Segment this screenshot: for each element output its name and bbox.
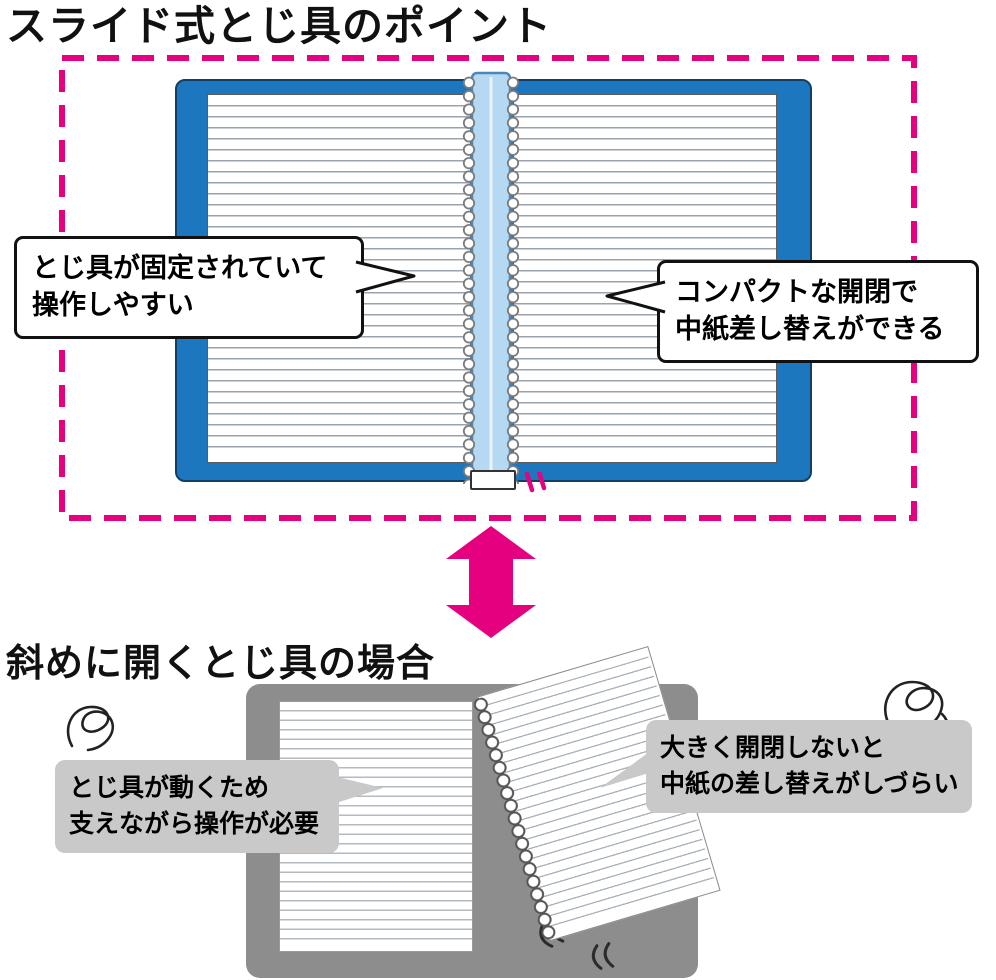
wobble-marks-icon [591,942,615,970]
section-title: 斜めに開くとじ具の場合 [6,643,436,685]
speech-bubble-wide-open-needed: 大きく開閉しないと 中紙の差し替えがしづらい [600,720,972,813]
speech-bubble-fixed-binding: とじ具が固定されていて 操作しやすい [14,236,416,339]
bubble-tail-icon [600,750,652,788]
speech-bubble-compact-open: コンパクトな開閉で 中紙差し替えができる [605,260,979,363]
bubble-text-line: 支えながら操作が必要 [69,810,320,839]
bubble-text-line: 中紙差し替えができる [675,314,945,345]
speech-bubble-moving-binding: とじ具が動くため 支えながら操作が必要 [55,760,383,853]
slide-click-marks-icon [524,472,547,493]
bubble-text-line: とじ具が固定されていて [32,253,328,283]
tilted-notebook-page [464,646,721,944]
spiral-binding-icon [464,692,569,944]
bubble-text-line: コンパクトな開閉で [675,277,918,307]
binding-slider-tab [470,470,516,490]
slide-binding-icon [461,71,521,488]
bubble-tail-icon [355,260,416,294]
bubble-tail-icon [333,776,383,804]
scribble-left-icon [66,705,115,752]
bubble-tail-icon [605,280,666,314]
bubble-text-line: 大きく開閉しないと [660,734,886,762]
bubble-text-line: 中紙の差し替えがしづらい [660,770,959,799]
bubble-text-line: 操作しやすい [32,290,194,321]
up-down-arrow-icon [446,526,536,638]
page-title: スライド式とじ具のポイント [6,3,552,49]
bubble-text-line: とじ具が動くため [69,774,270,802]
